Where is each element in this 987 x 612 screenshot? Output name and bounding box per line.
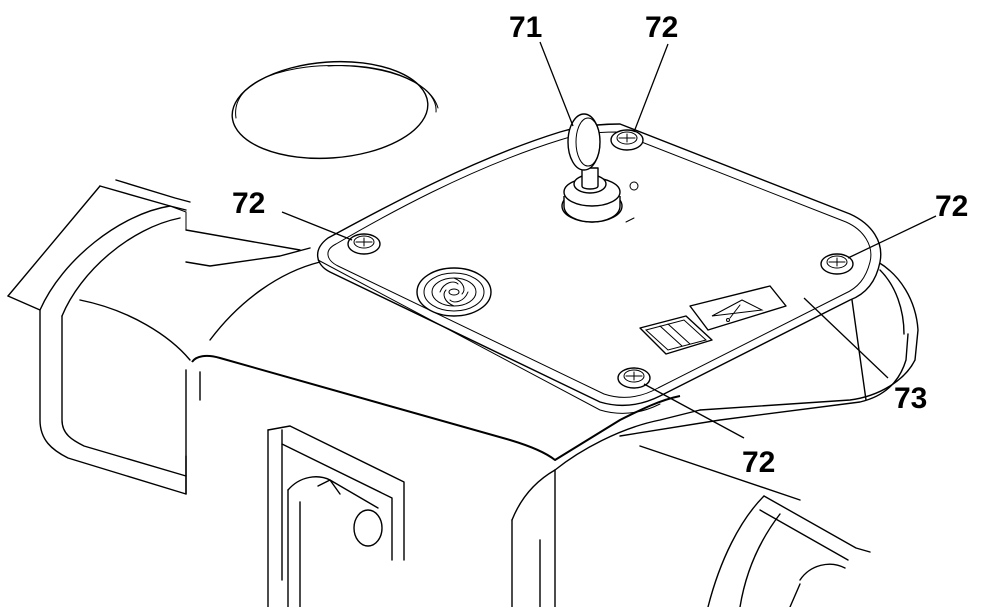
callout-label-screw-left: 72 — [232, 187, 265, 220]
key-switch-icon — [561, 113, 639, 223]
callout-label-screw-bottom: 72 — [742, 446, 775, 479]
fan-vent-icon — [416, 267, 492, 317]
screw-head-icon — [820, 253, 854, 275]
right-handle-frame — [707, 495, 871, 608]
screw-head-icon — [610, 129, 644, 151]
screw-head-icon — [347, 233, 381, 255]
warning-triangle-icon — [689, 285, 787, 331]
round-opening — [231, 60, 439, 160]
housing — [185, 229, 919, 608]
leader-lines — [281, 41, 937, 439]
front-latch — [267, 425, 405, 608]
callout-label-cover-plate: 73 — [894, 382, 927, 415]
rocker-switch-icon — [639, 315, 713, 355]
callout-label-key: 71 — [509, 11, 542, 44]
cover-plate — [317, 123, 882, 414]
callout-label-screw-right: 72 — [935, 190, 968, 223]
left-handle-frame — [7, 179, 191, 495]
screw-head-icon — [617, 367, 651, 389]
callout-label-screw-top: 72 — [645, 11, 678, 44]
